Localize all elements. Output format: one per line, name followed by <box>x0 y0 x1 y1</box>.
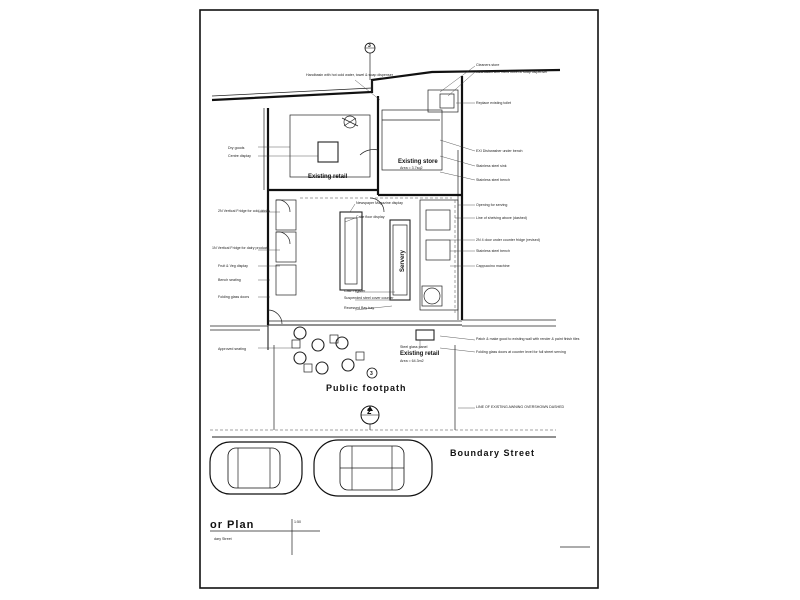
note-bench-seating: Bench seating <box>218 278 241 282</box>
room-label-servery: Servery <box>400 249 406 272</box>
shop-interior <box>267 197 459 325</box>
note-dry-goods: Dry goods <box>228 146 245 150</box>
note-2n-fridge: 2N Vertical Fridge for cold drinks <box>218 209 270 213</box>
outdoor-seating <box>291 326 435 375</box>
note-folding-doors: Folding glass doors <box>218 295 249 299</box>
note-fruit-veg: Fruit & Veg display <box>218 264 248 268</box>
section-marker-mid: 3 <box>366 367 378 379</box>
note-handbasin: Handbasin with hot cold water, towel & s… <box>306 73 394 77</box>
car-right <box>313 439 433 497</box>
building-outline <box>210 68 561 430</box>
note-cake-display: Cake floor display <box>356 215 385 219</box>
svg-text:3: 3 <box>368 43 371 49</box>
note-cash-register: Cash register <box>344 289 366 293</box>
note-dishwasher: EXI Dishwasher under bench <box>476 149 523 153</box>
note-steel-glass-panel: Steel glass panel <box>400 345 428 349</box>
room-label-existing-store: Existing store <box>398 159 438 165</box>
note-shelving-line: Line of shelving above (dashed) <box>476 216 527 220</box>
note-awning-line: LINE OF EXISTING AWNING OVERSHOWN DASHED <box>476 405 565 409</box>
note-folding-glass-counter: Folding glass doors at counter level for… <box>476 350 566 354</box>
plan-subtitle: dary Street <box>214 537 232 541</box>
note-recessed-tray: Recessed Bay tray <box>344 306 374 310</box>
footpath-label: Public footpath <box>326 383 407 393</box>
note-steel-bench-2: Stainless steel bench <box>476 249 510 253</box>
section-marker-top: 3 <box>364 42 376 80</box>
note-steel-bench-1: Stainless steel bench <box>476 178 510 182</box>
note-newspaper-display: Newspaper Magazine display <box>356 201 403 205</box>
room-label-existing-retail-bottom: Existing retail <box>400 351 440 357</box>
note-patch-make-good: Patch & make good to existing wall with … <box>476 337 580 341</box>
note-new-basin: New basin with hand towel & soap dispens… <box>476 70 548 74</box>
note-replace-toilet: Replace existing toilet <box>476 101 511 105</box>
note-under-counter-fridge: 2N 4 door under counter fridge (revised) <box>476 238 540 242</box>
room-label-existing-retail-bottom-area: Area = 64.3m2 <box>400 359 424 363</box>
street-label: Boundary Street <box>450 448 535 458</box>
note-centre-display: Centre display <box>228 154 251 158</box>
car-left <box>209 441 303 495</box>
note-1n-fridge: 1N Vertical Fridge for dairy products <box>212 246 270 250</box>
plan-title: or Plan <box>210 519 254 531</box>
plan-scale: 1:50 <box>294 520 301 524</box>
existing-retail-room <box>289 114 379 178</box>
note-cappuccino: Cappuccino machine <box>476 264 510 268</box>
svg-text:3: 3 <box>370 371 373 377</box>
room-label-existing-store-area: Area = 3.7sq2 <box>400 166 422 170</box>
note-cleaners-store: Cleaners store <box>476 63 499 67</box>
note-opening-serving: Opening for serving <box>476 203 507 207</box>
svg-text:2: 2 <box>367 407 372 416</box>
note-approved-seating: Approved seating <box>218 347 246 351</box>
note-steel-sink: Stainless steel sink <box>476 164 507 168</box>
leader-lines <box>258 65 476 409</box>
note-suspended-counter: Suspended steel cover counter <box>344 296 394 300</box>
room-label-existing-retail-top: Existing retail <box>308 174 348 180</box>
section-marker-bottom: 2 <box>360 405 380 430</box>
